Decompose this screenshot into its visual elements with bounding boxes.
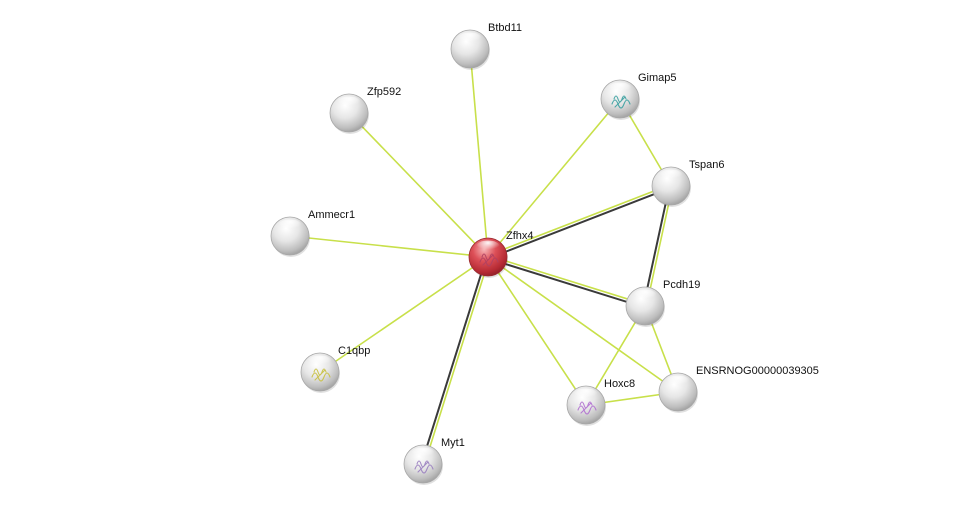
node-tspan6[interactable]: Tspan6 (651, 159, 724, 207)
node-highlight (633, 289, 657, 302)
node-highlight (278, 219, 302, 232)
node-highlight (308, 355, 332, 368)
edge-zfhx4-gimap5[interactable] (487, 98, 621, 258)
node-label: Tspan6 (689, 159, 724, 171)
edge-line-green (487, 98, 621, 258)
protein-structure-icon (311, 368, 331, 382)
node-gimap5[interactable]: Gimap5 (600, 72, 677, 120)
edge-zfhx4-ammecr1[interactable] (289, 235, 489, 258)
node-highlight (666, 375, 690, 388)
edge-line-green (487, 256, 587, 406)
protein-structure-icon (479, 253, 499, 267)
edge-zfhx4-tspan6[interactable] (486, 183, 673, 260)
node-label: Gimap5 (638, 72, 677, 84)
edge-zfhx4-btbd11[interactable] (469, 48, 489, 258)
edge-line-dark (487, 186, 673, 260)
node-highlight (608, 82, 632, 95)
edge-line-green (487, 256, 679, 393)
edge-zfhx4-zfp592[interactable] (348, 112, 489, 258)
edge-line-green (319, 256, 489, 373)
node-label: Zfhx4 (506, 230, 534, 242)
node-label: Ammecr1 (308, 209, 355, 221)
protein-structure-icon (414, 460, 434, 474)
edge-line-green (423, 256, 491, 466)
node-zfhx4[interactable]: Zfhx4 (468, 230, 534, 278)
node-hoxc8[interactable]: Hoxc8 (566, 378, 635, 426)
edge-line-dark (420, 255, 488, 465)
protein-structure-icon (577, 401, 597, 415)
edge-line-green (486, 183, 672, 257)
node-label: ENSRNOG00000039305 (696, 365, 819, 377)
node-label: Hoxc8 (604, 378, 635, 390)
node-label: Zfp592 (367, 86, 401, 98)
edge-zfhx4-c1qbp[interactable] (319, 256, 489, 373)
node-label: Myt1 (441, 437, 465, 449)
node-ammecr1[interactable]: Ammecr1 (270, 209, 355, 257)
node-label: C1qbp (338, 345, 370, 357)
node-zfp592[interactable]: Zfp592 (329, 86, 401, 134)
edge-line-dark (642, 184, 671, 307)
edge-zfhx4-hoxc8[interactable] (487, 256, 587, 406)
protein-structure-icon (611, 95, 631, 109)
node-highlight (574, 388, 598, 401)
edge-tspan6-pcdh19[interactable] (642, 184, 674, 308)
edge-line-green (348, 112, 489, 258)
node-pcdh19[interactable]: Pcdh19 (625, 279, 700, 327)
edge-zfhx4-ensrnog[interactable] (487, 256, 679, 393)
node-label: Btbd11 (488, 22, 522, 34)
node-label: Pcdh19 (663, 279, 700, 291)
node-btbd11[interactable]: Btbd11 (450, 22, 522, 70)
edge-zfhx4-pcdh19[interactable] (486, 254, 647, 309)
node-highlight (411, 447, 435, 460)
node-highlight (659, 169, 683, 182)
node-highlight (476, 240, 500, 253)
edge-line-dark (486, 257, 646, 309)
node-highlight (458, 32, 482, 45)
edge-zfhx4-myt1[interactable] (420, 255, 491, 466)
node-highlight (337, 96, 361, 109)
edge-line-green (469, 48, 489, 258)
node-myt1[interactable]: Myt1 (403, 437, 465, 485)
node-ensrnog[interactable]: ENSRNOG00000039305 (658, 365, 819, 413)
edge-line-green (645, 185, 674, 308)
edge-line-green (289, 235, 489, 258)
edge-line-green (487, 254, 647, 306)
node-c1qbp[interactable]: C1qbp (300, 345, 370, 393)
